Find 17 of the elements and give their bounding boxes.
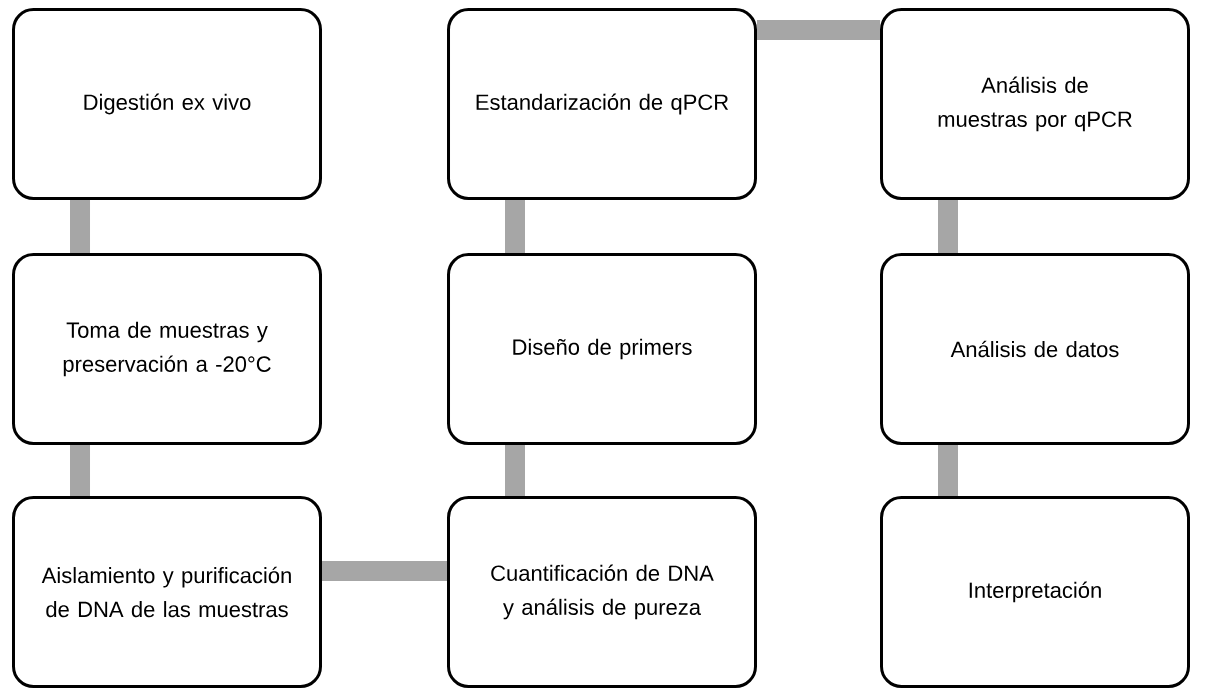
process-box: Análisis de muestras por qPCR [880,8,1190,200]
connector-bar [70,200,90,253]
process-box: Toma de muestras y preservación a -20°C [12,253,322,445]
connector-bar [938,200,958,253]
connector-bar [757,20,880,40]
connector-bar [505,200,525,253]
connector-bar [70,445,90,496]
process-box: Diseño de primers [447,253,757,445]
connector-bar [938,445,958,496]
process-box: Digestión ex vivo [12,8,322,200]
process-box: Aislamiento y purificación de DNA de las muestras [12,496,322,688]
process-box: Estandarización de qPCR [447,8,757,200]
process-box: Cuantificación de DNA y análisis de pureza [447,496,757,688]
connector-bar [505,445,525,496]
process-box: Análisis de datos [880,253,1190,445]
process-box: Interpretación [880,496,1190,688]
connector-bar [322,561,447,581]
